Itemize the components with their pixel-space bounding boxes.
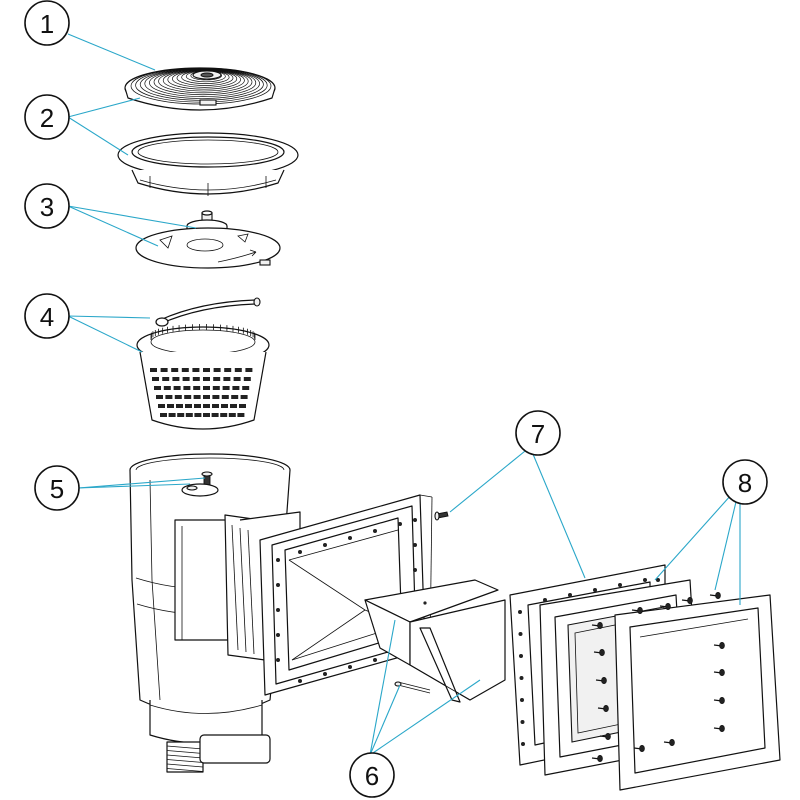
part-throat-extension	[364, 579, 506, 703]
callout-8: 8	[722, 459, 768, 505]
callout-label: 4	[40, 302, 54, 332]
part-collar-ring	[117, 132, 299, 196]
callout-label: 7	[531, 419, 545, 449]
callout-2: 2	[24, 94, 70, 140]
part-lid	[124, 67, 276, 111]
callout-label: 2	[40, 103, 54, 133]
part-skimmer-mouth-flange	[259, 494, 433, 696]
part-weir-disc	[135, 210, 281, 269]
callout-label: 8	[738, 468, 752, 498]
part-faceplate	[539, 579, 781, 791]
part-single-screw	[434, 511, 449, 521]
callout-5: 5	[34, 465, 80, 511]
callout-7: 7	[515, 410, 561, 456]
callout-label: 5	[50, 474, 64, 504]
callout-3: 3	[24, 183, 70, 229]
callout-label: 6	[365, 761, 379, 791]
callout-4: 4	[24, 293, 70, 339]
part-skimmer-body	[129, 453, 301, 773]
callout-6: 6	[349, 752, 395, 798]
callout-label: 3	[40, 192, 54, 222]
part-basket	[136, 297, 270, 430]
callout-1: 1	[24, 0, 70, 46]
callout-label: 1	[40, 9, 54, 39]
